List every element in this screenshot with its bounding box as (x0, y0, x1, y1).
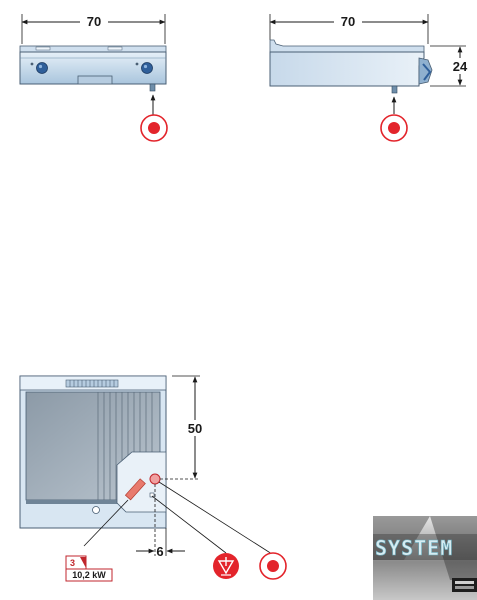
side-height-label: 24 (453, 59, 468, 74)
top-electrical-connection-icon (259, 552, 287, 580)
left-knob-icon (36, 62, 48, 74)
drain-hole (92, 506, 100, 514)
top-view: 50 6 3 10,2 kW (19, 375, 287, 582)
right-knob-icon (141, 62, 153, 74)
logo-text: SYSTEM (375, 536, 453, 560)
front-drawer (77, 75, 113, 85)
phase-label: 3 (70, 558, 75, 568)
side-knob-profile (418, 57, 433, 85)
top-connection-point (149, 473, 161, 485)
side-view: 70 24 (269, 14, 472, 142)
top-offset-label: 6 (156, 544, 163, 559)
power-label: 10,2 kW (72, 570, 106, 580)
power-badge: 3 10,2 kW (65, 555, 113, 582)
side-top-plate (269, 39, 425, 53)
side-width-label: 70 (341, 14, 355, 29)
equipotential-terminal-icon (213, 553, 239, 579)
side-body (269, 51, 425, 87)
system-logo: SYSTEM (373, 516, 477, 600)
front-connection-stub (149, 83, 156, 92)
front-electrical-connection-icon (140, 114, 168, 142)
top-depth-label: 50 (188, 421, 202, 436)
front-width-label-bg (80, 14, 108, 28)
heating-element-icon (124, 478, 146, 501)
top-vent-grille (65, 379, 119, 388)
side-electrical-connection-icon (380, 114, 408, 142)
front-view: 70 (19, 14, 168, 142)
front-width-label: 70 (87, 14, 101, 29)
